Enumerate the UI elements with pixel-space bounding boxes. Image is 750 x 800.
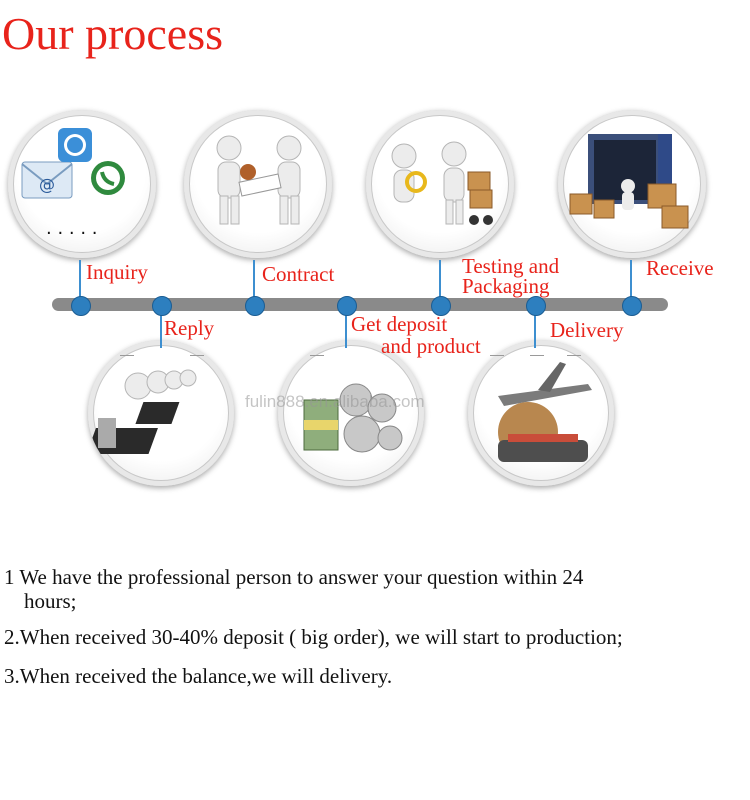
step-receive: Receive [646,256,714,280]
step-reply: Reply [164,316,215,340]
node-testing [431,296,451,316]
stem-delivery [534,312,536,348]
divider [567,355,581,356]
step-delivery: Delivery [550,318,624,342]
deposit-illustration [278,340,424,486]
divider [190,355,204,356]
watermark: fulin888.en.alibaba.com [245,392,425,411]
node-delivery [526,296,546,316]
note-1-line1: 1 We have the professional person to ans… [4,565,584,589]
node-receive [622,296,642,316]
divider [310,355,324,356]
step-deposit-line1: Get deposit [351,312,448,336]
note-1-line2: hours; [24,589,77,613]
divider [490,355,504,356]
receive-illustration [558,110,706,258]
inquiry-dots: . . . . . [46,218,98,239]
node-reply [152,296,172,316]
phone-icon [91,161,125,195]
step-inquiry: Inquiry [86,260,148,284]
step-deposit-line2: and product [381,334,481,358]
inquiry-illustration: @ . . . . . [8,110,156,258]
envelope-icon: @ [21,161,73,199]
divider [120,355,134,356]
reply-illustration [88,340,234,486]
delivery-illustration [468,340,614,486]
stem-testing [439,260,441,298]
step-testing-line1: Testing and [462,254,560,278]
testing-packaging-illustration [366,110,514,258]
divider [530,355,544,356]
stem-contract [253,260,255,298]
step-contract: Contract [262,262,335,286]
node-contract [245,296,265,316]
step-testing-line2: Packaging [462,274,550,298]
chat-icon [58,128,92,162]
node-deposit [337,296,357,316]
stem-inquiry [79,260,81,298]
note-1: 1 We have the professional person to ans… [4,565,744,613]
stem-reply [160,312,162,348]
page-title: Our process [2,8,223,59]
stem-deposit [345,312,347,348]
process-timeline [52,298,668,311]
node-inquiry [71,296,91,316]
stem-receive [630,260,632,298]
note-3: 3.When received the balance,we will deli… [4,664,393,688]
contract-illustration [184,110,332,258]
svg-text:@: @ [39,175,55,194]
note-2: 2.When received 30-40% deposit ( big ord… [4,625,623,649]
